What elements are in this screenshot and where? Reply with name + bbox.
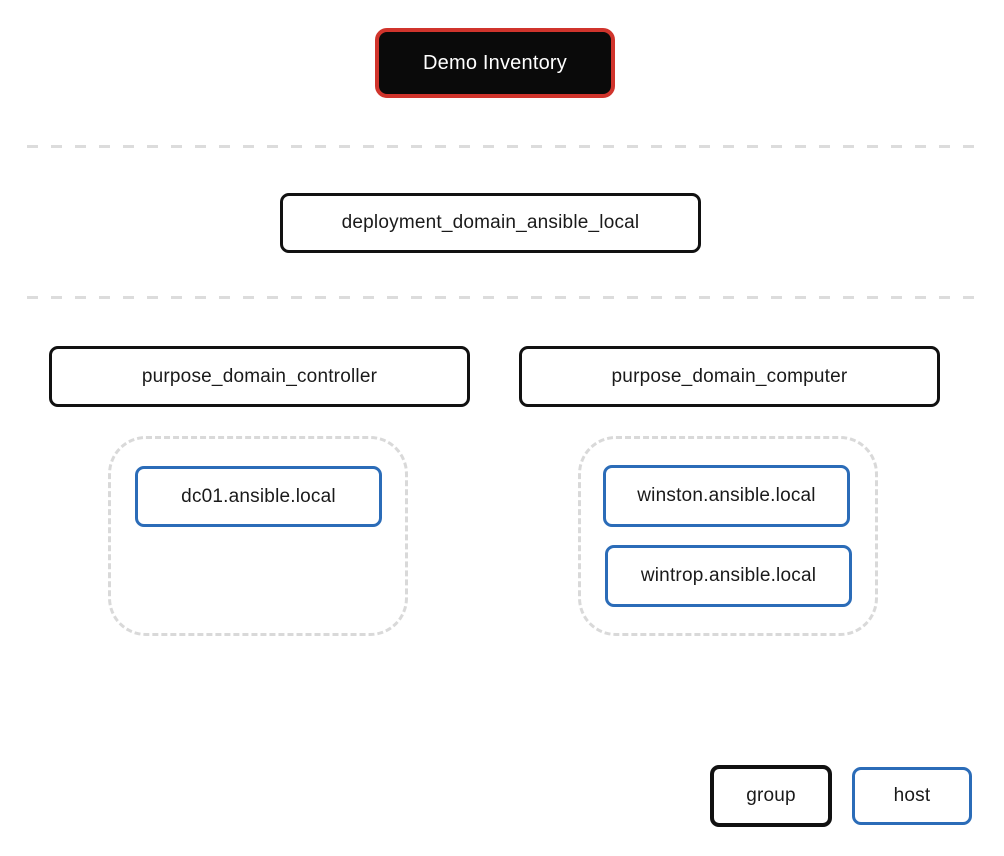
rank-divider-bottom (27, 296, 975, 299)
host-node-label: wintrop.ansible.local (640, 565, 817, 586)
legend-group-swatch: group (710, 765, 832, 827)
computer-hosts-cluster (578, 436, 878, 636)
controller-hosts-cluster (108, 436, 408, 636)
legend-group-label: group (746, 785, 796, 806)
legend-host-swatch: host (852, 767, 972, 825)
host-node-label: winston.ansible.local (637, 485, 816, 506)
group-node-label: purpose_domain_controller (141, 365, 378, 387)
rank-divider-top (27, 145, 975, 148)
host-node-label: dc01.ansible.local (181, 485, 336, 507)
group-node-purpose-controller: purpose_domain_controller (49, 346, 470, 407)
inventory-root-label: Demo Inventory (423, 51, 567, 74)
inventory-root-node: Demo Inventory (375, 28, 615, 98)
host-node-wintrop: wintrop.ansible.local (605, 545, 852, 607)
group-node-deployment-domain: deployment_domain_ansible_local (280, 193, 701, 253)
group-node-label: deployment_domain_ansible_local (341, 212, 640, 233)
group-node-purpose-computer: purpose_domain_computer (519, 346, 940, 407)
host-node-dc01: dc01.ansible.local (135, 466, 382, 527)
legend-host-label: host (893, 785, 931, 806)
host-node-winston: winston.ansible.local (603, 465, 850, 527)
group-node-label: purpose_domain_computer (611, 365, 848, 387)
